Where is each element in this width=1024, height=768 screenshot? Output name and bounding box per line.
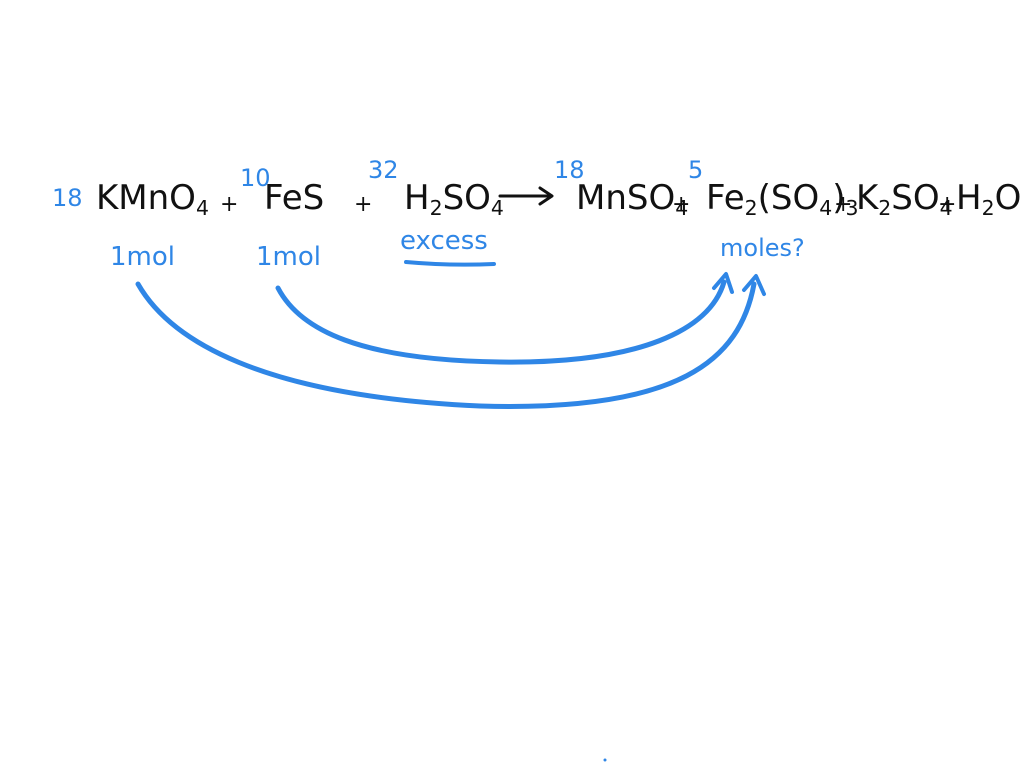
coefficient-h2so4: 32 (368, 156, 399, 184)
formula-mnso4: MnSO4 (576, 181, 688, 218)
formula-mnso4-subscript: 4 (675, 196, 689, 220)
formula-fe2so43-so: (SO (757, 178, 820, 218)
formula-h2o: H2O (956, 181, 1021, 218)
annotation-excess: excess (400, 226, 488, 256)
formula-h2so4-so: SO (442, 178, 491, 218)
formula-fe2so43-sub1: 2 (744, 196, 758, 220)
formula-h2so4-sub2: 4 (490, 196, 504, 220)
formula-k2so4-sub1: 2 (878, 196, 892, 220)
coefficient-fes: 10 (240, 164, 271, 192)
coefficient-mnso4: 18 (554, 156, 585, 184)
plus-sign-5: + (938, 192, 957, 217)
formula-kmno4-subscript: 4 (195, 196, 209, 220)
arrow-kmno4-to-product (135, 281, 757, 409)
plus-sign-2: + (354, 192, 373, 217)
arrowhead-fes (712, 272, 734, 294)
formula-h2so4-sub1: 2 (429, 196, 443, 220)
formula-h2so4: H2SO4 (404, 181, 504, 218)
annotation-moles-question: moles? (720, 234, 805, 262)
plus-sign-1: + (220, 192, 239, 217)
formula-fe2so43-sub3: 3 (845, 196, 859, 220)
formula-fe2so43-paren: ) (832, 178, 846, 218)
formula-k2so4: K2SO4 (856, 181, 953, 218)
formula-h2so4-h: H (404, 178, 430, 218)
stray-dot (603, 758, 607, 762)
formula-k2so4-sub2: 4 (939, 196, 953, 220)
formula-fe2so43-sub2: 4 (819, 196, 833, 220)
formula-k2so4-k: K (856, 178, 879, 218)
formula-mnso4-body: MnSO (576, 178, 676, 218)
arrowhead-kmno4 (742, 274, 766, 296)
formula-fe2so43-fe: Fe (706, 178, 745, 218)
plus-sign-4: + (834, 192, 853, 217)
coefficient-fe2so43: 5 (688, 156, 704, 184)
formula-fe2so43: Fe2(SO4)3 (706, 181, 858, 218)
formula-h2o-sub: 2 (981, 196, 995, 220)
excess-underline (404, 260, 496, 267)
formula-kmno4: KMnO4 (96, 181, 209, 218)
annotation-fes-amount: 1mol (256, 242, 321, 272)
plus-sign-3: + (672, 192, 691, 217)
arrow-fes-to-product (275, 279, 727, 365)
formula-h2o-h: H (956, 178, 982, 218)
formula-k2so4-so: SO (891, 178, 940, 218)
formula-kmno4-body: KMnO (96, 178, 196, 218)
formula-h2o-o: O (994, 178, 1022, 218)
formula-fes: FeS (264, 178, 325, 218)
coefficient-kmno4: 18 (52, 184, 83, 212)
annotation-kmno4-amount: 1mol (110, 242, 175, 272)
